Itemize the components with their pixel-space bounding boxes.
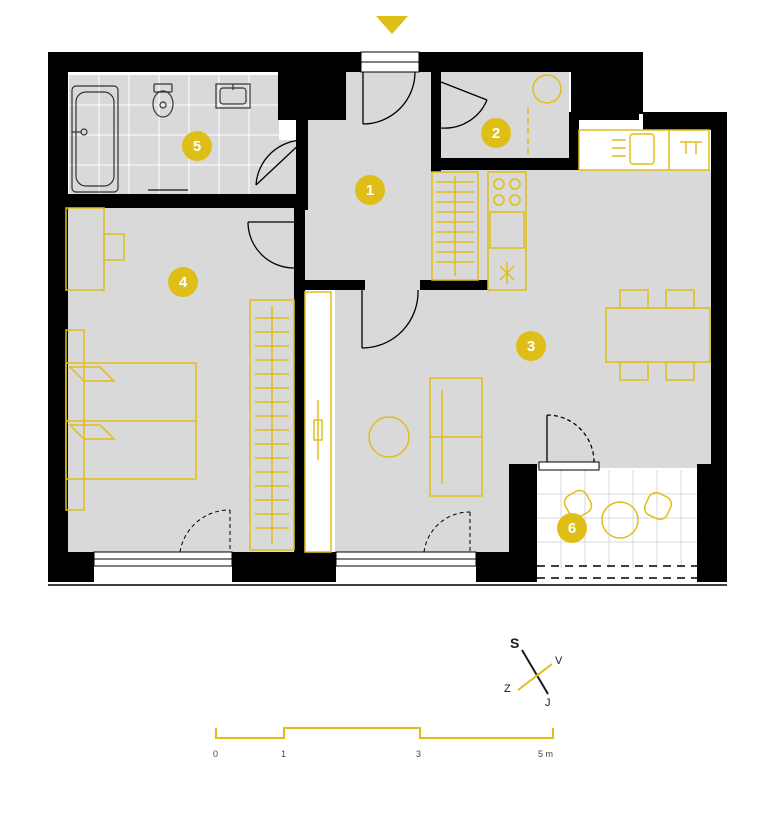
dining-table bbox=[605, 289, 711, 381]
room-badge-1 bbox=[355, 175, 385, 205]
room-labels: 1 2 3 4 5 6 bbox=[168, 118, 587, 543]
windows bbox=[93, 51, 600, 567]
room-number-6: 6 bbox=[568, 520, 576, 537]
furniture bbox=[65, 74, 711, 551]
scale-tick-1: 1 bbox=[281, 749, 286, 759]
compass: S V Z J bbox=[504, 635, 563, 709]
compass-south: J bbox=[545, 697, 551, 709]
room-number-2: 2 bbox=[492, 125, 500, 142]
room-badge-3 bbox=[516, 331, 546, 361]
compass-east: V bbox=[555, 655, 563, 667]
room-number-5: 5 bbox=[193, 138, 201, 155]
washbasin-icon bbox=[215, 83, 251, 109]
scale-tick-5: 5 m bbox=[538, 749, 553, 759]
floors bbox=[66, 72, 711, 568]
sofa bbox=[429, 377, 483, 497]
scale-tick-0: 0 bbox=[213, 749, 218, 759]
bathtub-icon bbox=[71, 85, 119, 193]
desk bbox=[65, 207, 125, 291]
scale-bar: 0 1 3 5 m bbox=[213, 727, 554, 759]
room-number-4: 4 bbox=[179, 274, 188, 291]
toilet-icon bbox=[152, 83, 174, 118]
walls bbox=[48, 52, 727, 582]
balcony-furniture bbox=[563, 489, 673, 539]
room-badge-6 bbox=[557, 513, 587, 543]
entrance-triangle-icon bbox=[376, 16, 408, 34]
room-badge-4 bbox=[168, 267, 198, 297]
room-badge-5 bbox=[182, 131, 212, 161]
room-badge-2 bbox=[481, 118, 511, 148]
compass-north: S bbox=[510, 635, 519, 651]
compass-west: Z bbox=[504, 683, 511, 695]
scale-tick-3: 3 bbox=[416, 749, 421, 759]
hall-wardrobe bbox=[304, 291, 332, 553]
boiler-icon bbox=[527, 74, 562, 158]
window-swings bbox=[179, 509, 471, 553]
room-number-3: 3 bbox=[527, 338, 535, 355]
kitchen-counter bbox=[487, 129, 710, 291]
doors bbox=[247, 71, 595, 463]
room-number-1: 1 bbox=[366, 182, 374, 199]
double-bed bbox=[65, 329, 197, 511]
coffee-table bbox=[368, 416, 410, 458]
hall-shoe-rack bbox=[431, 171, 479, 281]
bedroom-wardrobe bbox=[249, 299, 295, 551]
balcony-railing bbox=[537, 565, 697, 579]
